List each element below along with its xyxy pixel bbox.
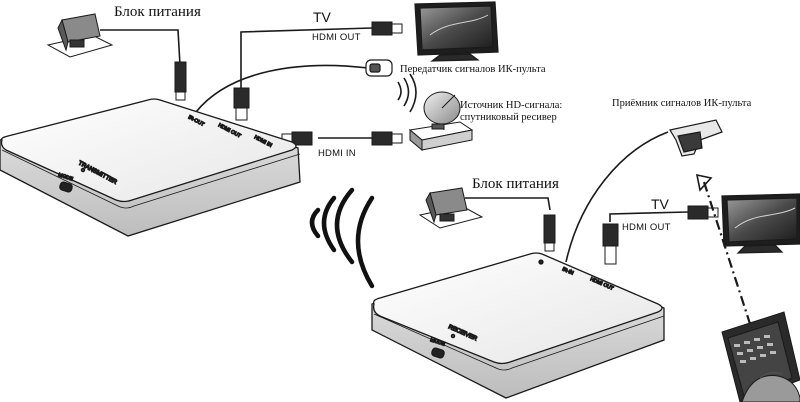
tx-power-adapter	[46, 13, 114, 58]
receiver-box: RECEIVER MODE IR-IN HDMI OUT	[371, 252, 665, 399]
transmitter-box: TRANSMITTER MODE IR-OUT HDMI OUT HDMI IN	[0, 98, 301, 237]
hdmi-in-plug-a	[291, 131, 313, 146]
rx-led	[450, 333, 456, 339]
connector-plugs	[174, 21, 719, 265]
ir-receiver-label: Приёмник сигналов ИК-пульта	[612, 98, 752, 109]
rx-mode-text: MODE	[429, 337, 446, 348]
rx-power-adapter	[418, 187, 484, 229]
ir-emitter-waves	[397, 73, 417, 113]
tx-mode-text: MODE	[57, 172, 74, 183]
hdmi-in-plug-b	[371, 131, 393, 146]
rx-hdmi-out-cable	[609, 211, 689, 222]
remote-control-icon	[721, 311, 800, 402]
rx-ir-cable	[565, 131, 669, 263]
tx-led	[80, 167, 86, 173]
rx-hdmi-out-plug-a	[602, 223, 619, 247]
rx-power-plug	[543, 214, 556, 244]
cables	[100, 27, 689, 263]
tx-tv-label: TV	[313, 9, 331, 25]
rx-hdmi-out-label: HDMI OUT	[622, 222, 671, 233]
rx-mode-button	[431, 347, 445, 359]
ir-transmitter-label: Передатчик сигналов ИК-пульта	[400, 64, 546, 75]
tx-power-cable	[100, 29, 181, 66]
rx-port-label: IR-IN	[561, 266, 574, 276]
rx-tv-label: TV	[651, 196, 669, 212]
rx-power-cable	[465, 197, 551, 211]
ir-receiver-device	[669, 119, 723, 157]
rx-hdmi-out-plug-b	[687, 205, 709, 220]
tx-hdmi-out-plug-a	[233, 87, 250, 109]
satellite-receiver	[408, 91, 474, 152]
tx-mode-button	[59, 181, 73, 193]
hd-source-label: Источник HD-сигнала: спутниковый ресивер	[460, 100, 563, 123]
wireless-signal-waves	[309, 187, 375, 289]
rx-power-supply-label: Блок питания	[472, 176, 559, 192]
ir-transmitter-device	[365, 59, 393, 77]
tx-power-plug	[174, 61, 187, 93]
ir-beam	[695, 173, 754, 331]
tx-ir-cable	[195, 64, 369, 113]
hdmi-in-label: HDMI IN	[318, 148, 356, 159]
tx-power-supply-label: Блок питания	[114, 4, 201, 20]
tx-tv	[414, 1, 499, 62]
tx-hdmi-out-label: HDMI OUT	[312, 32, 361, 43]
tx-hdmi-out-plug-b	[371, 21, 393, 36]
rx-tv	[721, 193, 800, 254]
rx-power-port	[538, 259, 544, 265]
tx-hdmi-out-cable	[240, 27, 373, 95]
